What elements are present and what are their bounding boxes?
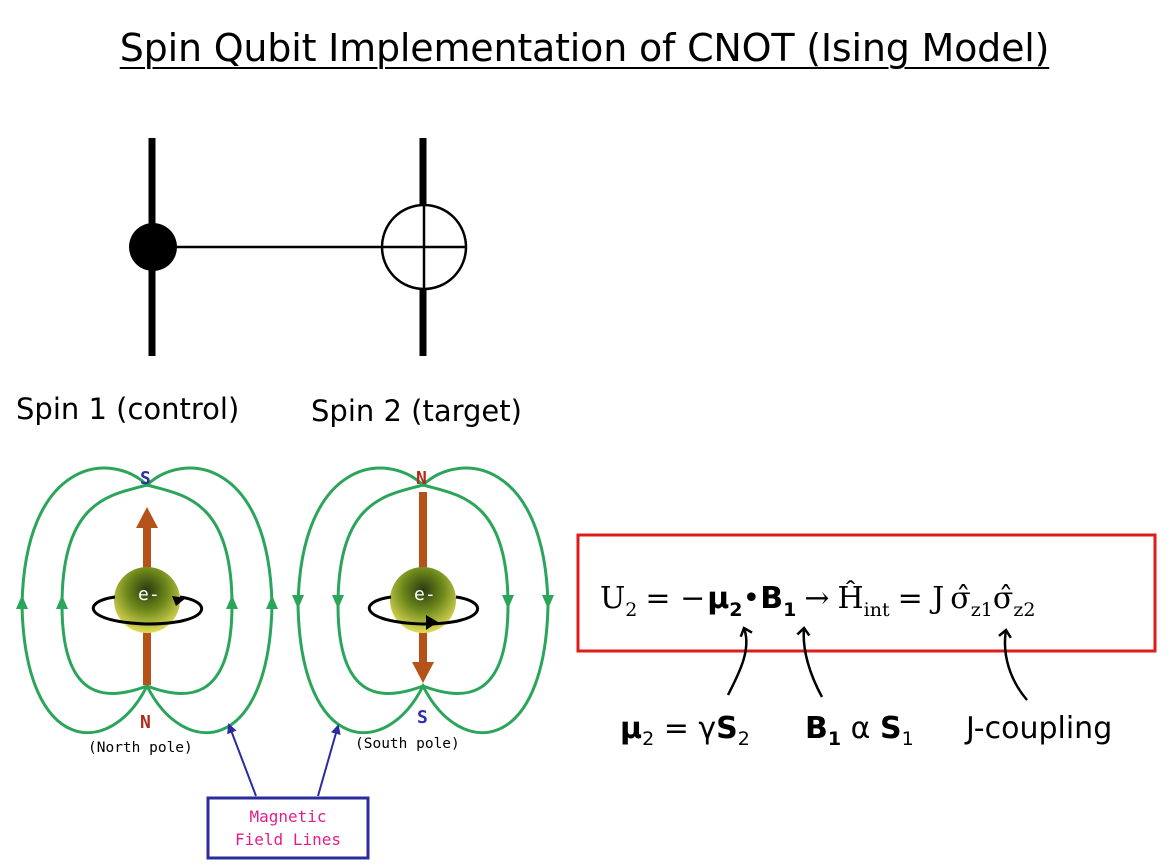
control-dot [129,223,177,271]
pole-label-top: N [416,468,427,489]
b-pointer-arrow [796,626,824,698]
equation-box [576,533,1157,653]
field-lines-callout-box [206,796,370,860]
rotation-arrow [368,595,479,626]
j-pointer-arrow [998,628,1028,701]
target-spin-label: Spin 2 (target) [311,394,522,428]
pole-label-bottom: S [417,707,428,728]
field-lines-callout-line1: Magnetic [249,807,326,826]
mu-pointer-arrow [726,626,753,696]
dipole-right [296,466,550,735]
rotation-arrowhead [426,615,438,630]
b-definition: B1 α S1 [805,711,914,750]
spin-arrow-down-head [412,662,434,683]
field-line-inner [60,483,234,696]
j-coupling-label: J-coupling [964,711,1112,746]
rotation-arrowhead [172,596,186,606]
electron-label: e- [414,584,436,605]
electron-ball [114,567,180,633]
field-direction-arrows-left [16,595,278,609]
field-lines-callout-line2: Field Lines [235,830,341,849]
pole-label-bottom: N [140,712,151,733]
field-direction-arrows-right [292,595,554,609]
electron-ball [390,567,456,633]
control-spin-label: Spin 1 (control) [16,392,239,426]
electron-label: e- [138,584,160,605]
pole-caption: (North pole) [88,740,193,756]
spin-arrow-up-head [136,507,158,528]
cnot-circuit [129,138,468,356]
field-line-inner [336,483,510,696]
rotation-arrow [92,595,203,626]
pole-label-top: S [140,468,151,489]
callout-pointer-left [227,723,257,797]
page-title: Spin Qubit Implementation of CNOT (Ising… [119,26,1050,70]
mu-definition: μ2 = γS2 [620,711,750,750]
callout-pointer-right [317,724,341,797]
dipole-left [20,466,274,735]
pole-caption: (South pole) [355,736,460,752]
